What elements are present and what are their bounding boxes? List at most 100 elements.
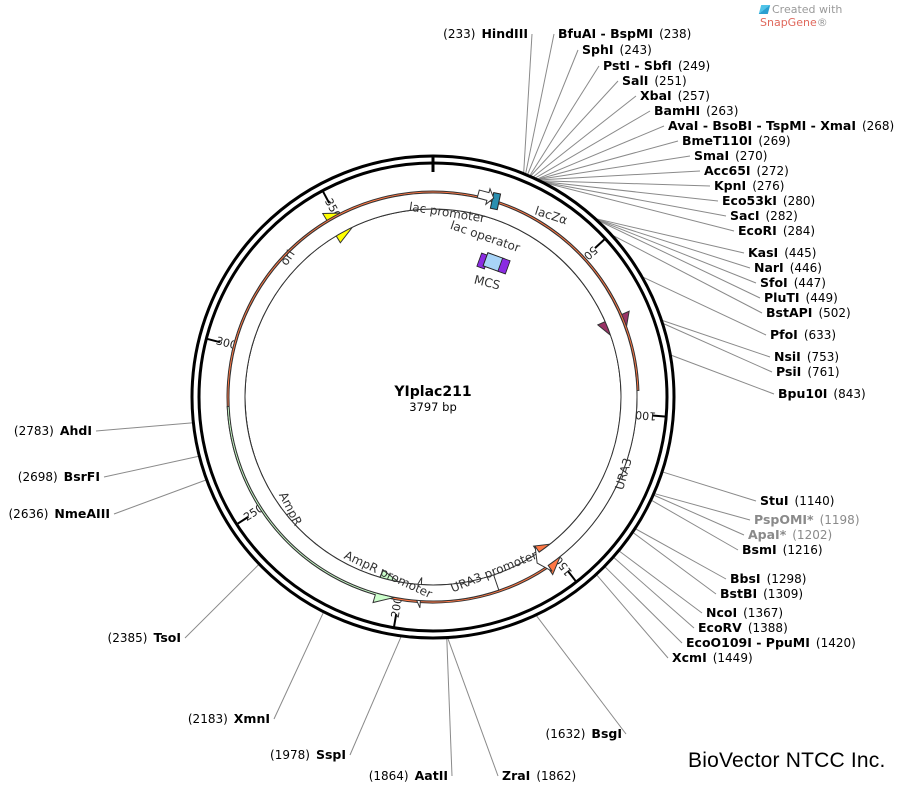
site-bmet110i: BmeT110I: [682, 133, 752, 148]
site-pos-avai-bsobi-tspmi-xmai: (268): [862, 119, 894, 133]
leader-bsmi: [650, 499, 739, 551]
tick-mark-2000: [392, 613, 398, 628]
leader-pspomi: [653, 492, 751, 521]
site-kasi: KasI: [748, 245, 778, 260]
site-ecoo109i-ppumi: EcoO109I - PpuMI: [686, 635, 810, 650]
leader-bsrfi: [103, 455, 200, 478]
tick-mark-1000: [652, 414, 667, 418]
leader-bstapi: [610, 234, 763, 314]
leader-hindiii: [523, 33, 533, 174]
site-pos-nmeaiii: (2636): [9, 507, 49, 521]
site-pos-xbai: (257): [678, 89, 710, 103]
leader-bamhi: [534, 110, 651, 179]
plasmid-name: YIplac211: [393, 384, 471, 400]
site-pos-smai: (270): [735, 149, 767, 163]
site-bsrfi: BsrFI: [64, 469, 100, 484]
site-xbai: XbaI: [640, 88, 672, 103]
site-bsgi: BsgI: [591, 726, 622, 741]
site-pluti: PluTI: [764, 290, 800, 305]
site-bsmi: BsmI: [742, 542, 777, 557]
site-tsoi: TsoI: [153, 630, 181, 645]
leader-xcmi: [595, 574, 669, 659]
site-pspomi: PspOMI*: [754, 512, 814, 527]
site-psii: PsiI: [776, 364, 801, 379]
snapgene-credit: Created with SnapGene®: [758, 3, 903, 29]
leader-smai: [537, 155, 691, 181]
site-ahdi: AhdI: [60, 423, 92, 438]
site-nsii: NsiI: [774, 349, 801, 364]
site-eco53ki: Eco53kI: [722, 193, 777, 208]
site-ecorv: EcoRV: [698, 620, 742, 635]
site-pos-eco53ki: (280): [783, 194, 815, 208]
site-pfoi: PfoI: [770, 327, 798, 342]
site-labels: HindIII(233)BfuAI - BspMI(238)SphI(243)P…: [9, 26, 895, 783]
credit-prefix: Created with: [772, 3, 843, 16]
credit-brand: SnapGene: [760, 16, 817, 29]
site-pos-hindiii: (233): [443, 27, 475, 41]
site-pos-bmet110i: (269): [758, 134, 790, 148]
site-pos-bamhi: (263): [706, 104, 738, 118]
leader-sspi: [349, 635, 402, 756]
leader-bstbi: [632, 531, 717, 595]
site-bstbi: BstBI: [720, 586, 757, 601]
site-xmni: XmnI: [234, 711, 270, 726]
tick-mark-3000: [206, 337, 221, 344]
leader-sphi: [526, 49, 579, 176]
site-sali: SalI: [622, 73, 648, 88]
feature-label-mcs: MCS: [473, 273, 502, 293]
site-pos-kpni: (276): [752, 179, 784, 193]
site-pos-pspomi: (1198): [820, 513, 860, 527]
leader-ecori: [542, 181, 735, 232]
site-nmeaiii: NmeAIII: [54, 506, 110, 521]
leader-acc65i: [537, 170, 701, 181]
leader-zrai: [447, 637, 499, 777]
site-pos-bbsi: (1298): [767, 572, 807, 586]
leader-xbai: [532, 95, 637, 178]
site-nari: NarI: [754, 260, 784, 275]
credit-suffix: ®: [816, 16, 828, 29]
leader-saci: [541, 181, 727, 217]
site-pos-apai: (1202): [792, 528, 832, 542]
site-bamhi: BamHI: [654, 103, 700, 118]
tick-mark-2500: [236, 515, 249, 526]
leader-nari: [595, 218, 751, 269]
plasmid-length: 3797 bp: [409, 400, 457, 414]
leader-psti-sbfi: [529, 65, 600, 177]
site-pos-stui: (1140): [795, 494, 835, 508]
site-pos-acc65i: (272): [757, 164, 789, 178]
site-pos-ecori: (284): [783, 224, 815, 238]
leader-bpu10i: [670, 354, 775, 395]
site-acc65i: Acc65I: [704, 163, 751, 178]
site-bbsi: BbsI: [730, 571, 761, 586]
site-aatii: AatII: [415, 768, 448, 783]
site-pos-bsrfi: (2698): [18, 470, 58, 484]
leader-ncoi: [618, 550, 703, 614]
site-sfoi: SfoI: [760, 275, 788, 290]
site-zrai: ZraI: [502, 768, 530, 783]
leader-pluti: [595, 219, 761, 299]
leader-eco53ki: [540, 180, 719, 202]
site-pos-bsmi: (1216): [783, 543, 823, 557]
leader-nsii: [661, 319, 771, 358]
leader-ahdi: [95, 422, 194, 432]
tick-mark-500: [594, 237, 606, 249]
site-pos-sali: (251): [654, 74, 686, 88]
site-pos-psii: (761): [807, 365, 839, 379]
site-hindiii: HindIII: [481, 26, 528, 41]
site-pos-ahdi: (2783): [14, 424, 54, 438]
leader-sfoi: [595, 218, 757, 284]
site-pos-bsgi: (1632): [546, 727, 586, 741]
site-smai: SmaI: [694, 148, 729, 163]
leader-xmni: [273, 611, 325, 720]
site-pos-nsii: (753): [807, 350, 839, 364]
site-psti-sbfi: PstI - SbfI: [603, 58, 672, 73]
site-avai-bsobi-tspmi-xmai: AvaI - BsoBI - TspMI - XmaI: [668, 118, 856, 133]
site-sphi: SphI: [582, 42, 614, 57]
leader-bmet110i: [536, 140, 679, 180]
plasmid-backbone: [190, 154, 676, 640]
lac-promoter-feature: [476, 187, 495, 206]
leader-stui: [661, 471, 757, 502]
site-pos-zrai: (1862): [536, 769, 576, 783]
